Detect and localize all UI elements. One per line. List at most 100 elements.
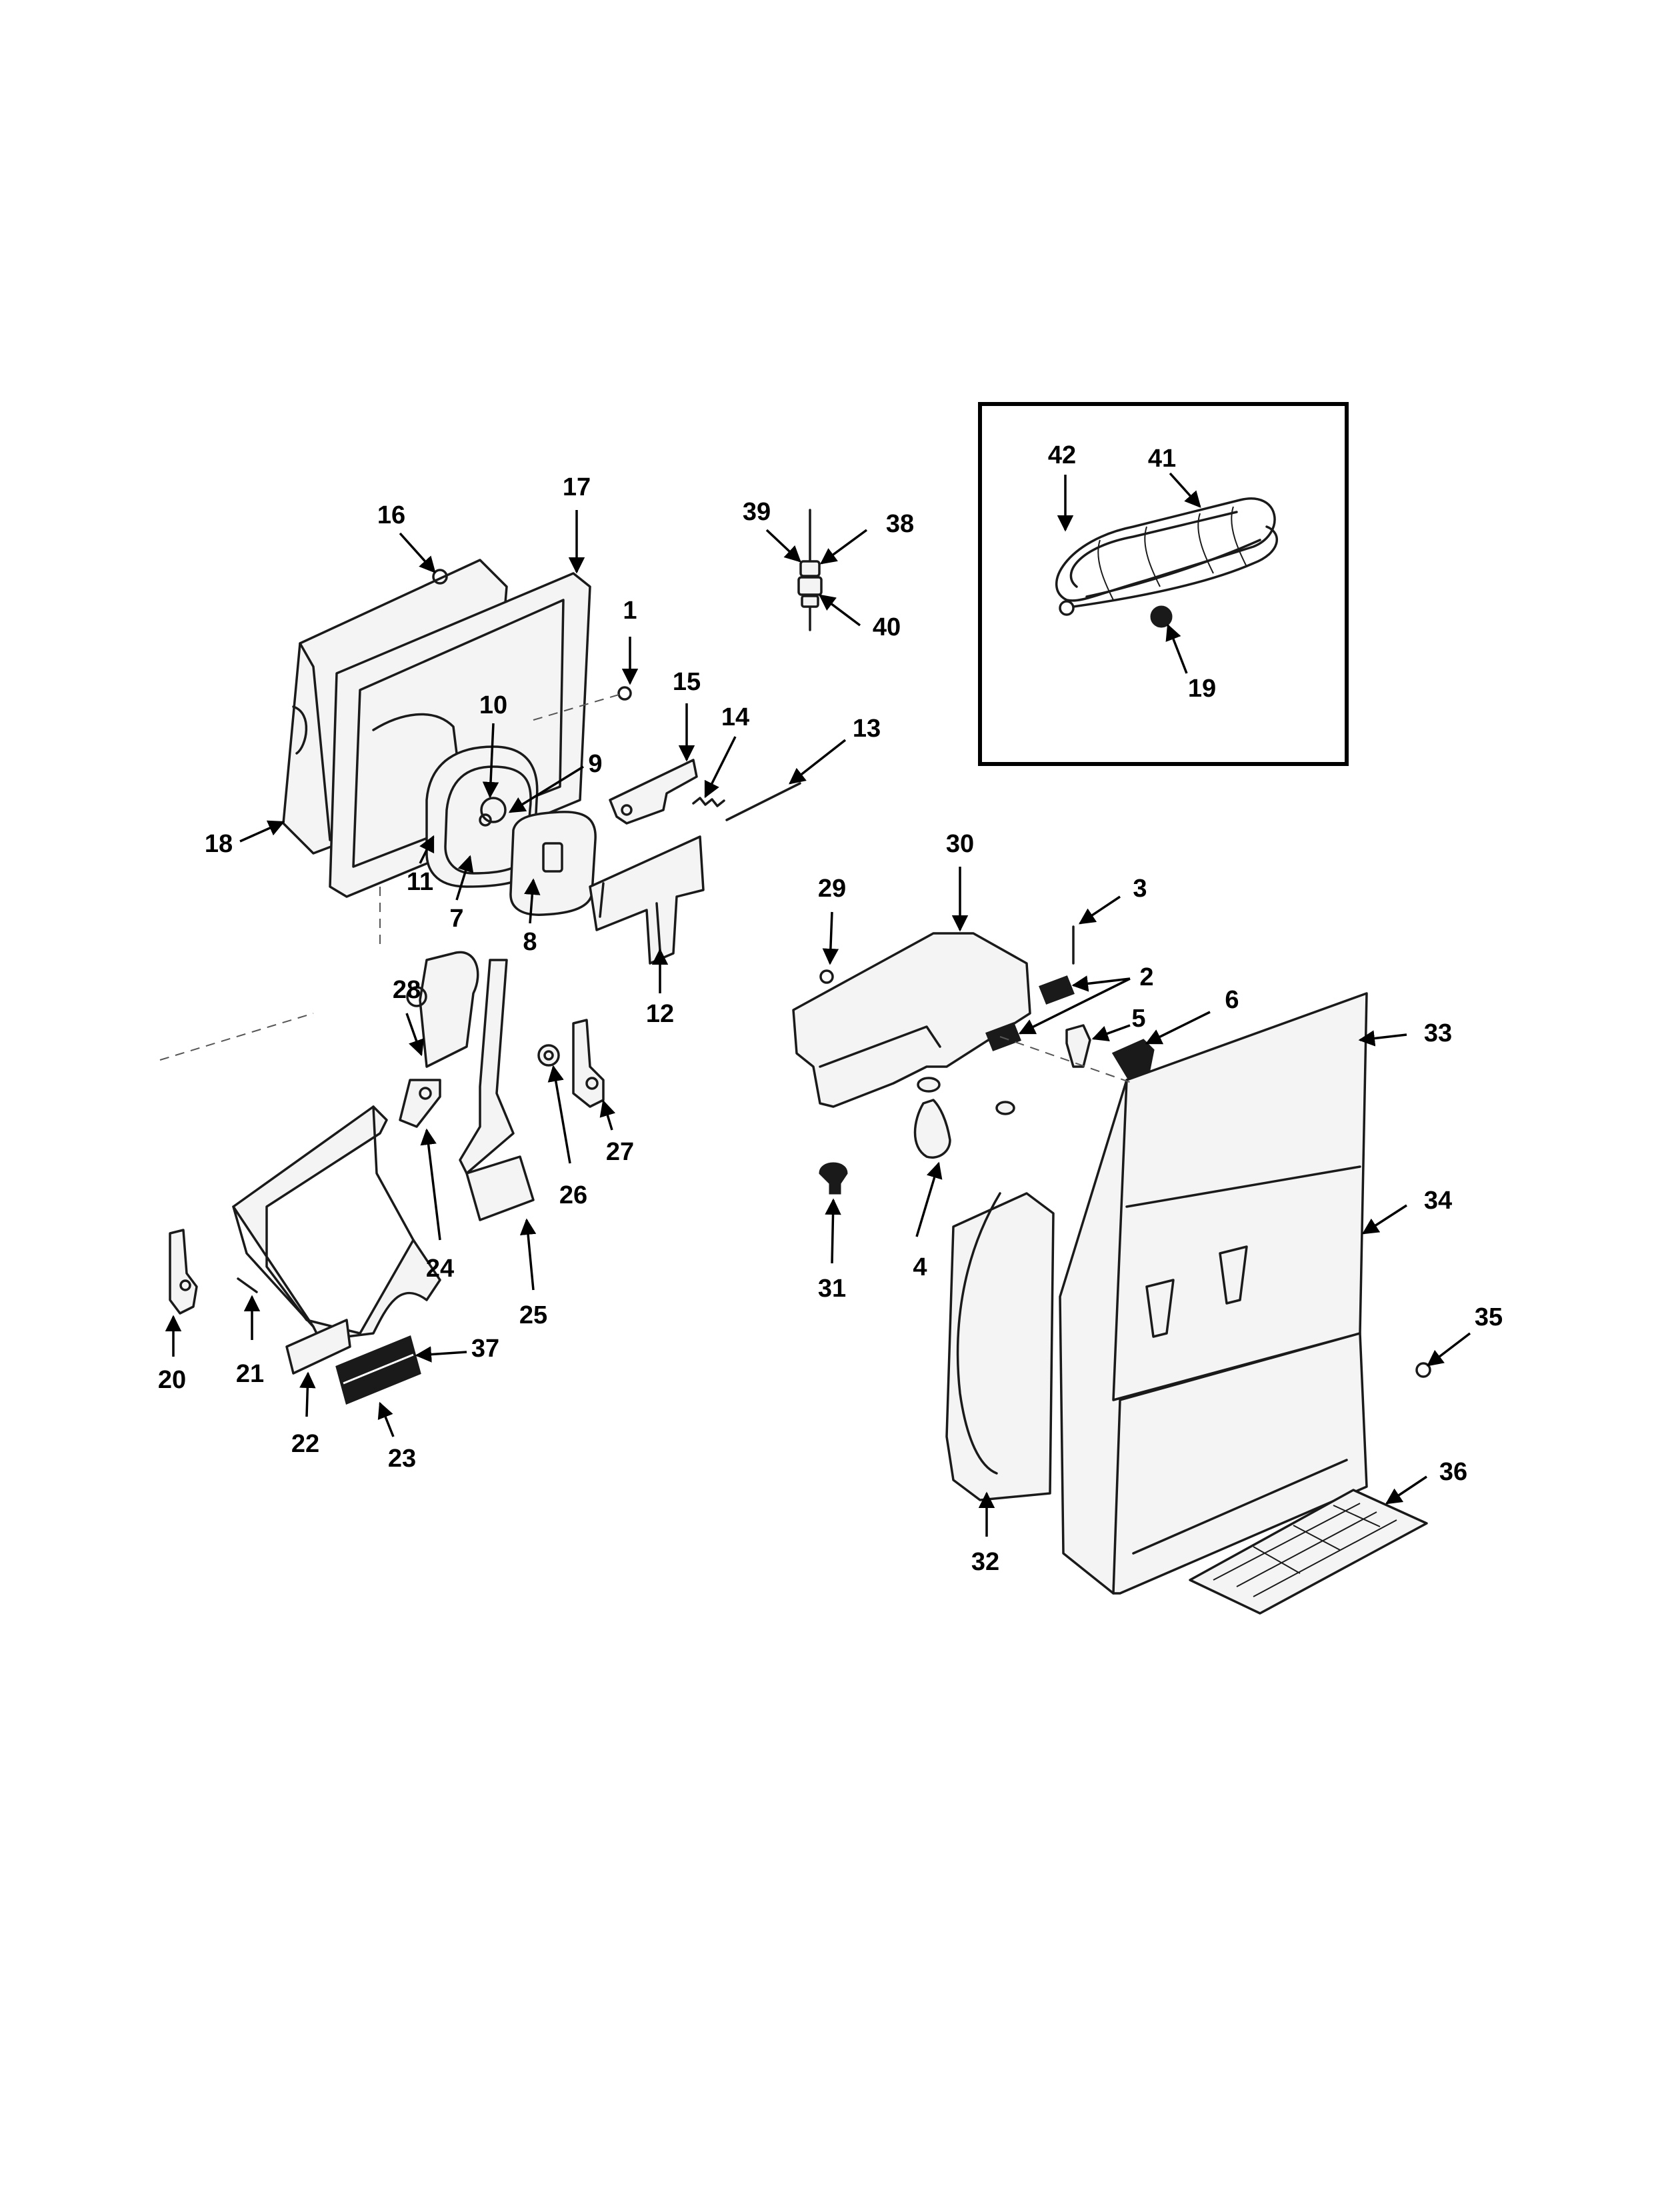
callout-leader	[405, 1013, 425, 1057]
callout-label: 36	[1439, 1458, 1467, 1486]
inset-box	[978, 402, 1349, 766]
callout-leader	[1071, 975, 1131, 992]
wire-harness-coil	[1055, 497, 1278, 608]
lamp-socket	[913, 1077, 1015, 1159]
callout-leader	[519, 1218, 537, 1291]
callout-leader	[455, 855, 474, 901]
callout-label: 41	[1148, 445, 1176, 473]
bushing-26	[537, 1044, 560, 1067]
drip-tray-grille	[1189, 1489, 1428, 1615]
mounting-plate-20	[169, 1229, 198, 1315]
callout-label: 26	[559, 1181, 587, 1209]
callout-leader	[299, 1371, 316, 1417]
lamp-31	[819, 1162, 848, 1195]
paddle-pad	[335, 1335, 421, 1405]
callout-label: 13	[853, 715, 881, 743]
callout-leader	[1145, 1011, 1211, 1045]
lever-arm-25	[459, 959, 535, 1221]
switch-2b	[985, 1022, 1021, 1051]
mounting-plate-27	[572, 1019, 605, 1108]
callout-label: 2	[1139, 963, 1153, 991]
callout-label: 10	[479, 691, 507, 719]
spring	[692, 797, 725, 807]
lever-housing	[232, 1105, 441, 1341]
screw-35	[1415, 1362, 1431, 1378]
callout-leader	[419, 835, 435, 864]
callout-leader	[820, 529, 868, 565]
callout-label: 32	[971, 1548, 999, 1576]
callout-label: 30	[946, 830, 974, 858]
callout-leader	[789, 739, 847, 785]
switch-2a	[1039, 975, 1075, 1005]
water-reservoir	[945, 1192, 1055, 1501]
callout-label: 25	[519, 1301, 547, 1329]
callout-leader	[399, 532, 436, 573]
actuator-bracket	[609, 759, 698, 825]
callout-leader	[915, 1161, 943, 1237]
motor-cover	[509, 811, 597, 916]
actuator-paddle	[285, 1319, 351, 1375]
callout-leader	[1078, 895, 1121, 925]
callout-label: 12	[646, 1000, 674, 1028]
callout-label: 17	[563, 473, 591, 501]
callout-label: 15	[673, 668, 701, 696]
switch-5	[1065, 1024, 1091, 1068]
callout-leader	[547, 1065, 571, 1164]
callout-label: 27	[606, 1138, 634, 1166]
callout-label: 23	[388, 1445, 416, 1473]
callout-leader	[508, 765, 584, 813]
screw-16	[432, 569, 448, 585]
screw-1	[617, 686, 632, 701]
callout-label: 9	[588, 750, 602, 778]
callout-leader	[482, 723, 499, 799]
callout-label: 19	[1188, 675, 1216, 703]
callout-label: 21	[236, 1360, 264, 1388]
callout-label: 16	[377, 501, 405, 529]
grommet	[1150, 605, 1173, 628]
callout-label: 38	[886, 510, 914, 538]
callout-label: 33	[1424, 1019, 1452, 1047]
harness-screw	[1059, 600, 1075, 616]
callout-label: 11	[407, 868, 433, 896]
callout-label: 14	[721, 703, 749, 731]
callout-label: 24	[426, 1255, 454, 1283]
callout-leader	[704, 736, 737, 799]
callout-leader	[377, 1401, 395, 1437]
callout-leader	[1169, 472, 1201, 508]
screw-29	[819, 969, 834, 984]
callout-leader	[1018, 977, 1131, 1035]
callout-label: 1	[623, 597, 637, 625]
callout-leader	[415, 1346, 467, 1363]
callout-label: 7	[449, 905, 463, 933]
callout-leader	[765, 529, 801, 563]
callout-leader	[825, 1198, 841, 1264]
callout-label: 8	[523, 928, 537, 956]
callout-leader	[1427, 1332, 1471, 1367]
callout-leader	[819, 594, 861, 627]
callout-leader	[1165, 623, 1188, 674]
callout-label: 29	[818, 875, 846, 903]
callout-label: 31	[818, 1275, 846, 1303]
callout-leader	[1385, 1475, 1427, 1505]
inset-frame	[978, 402, 1349, 766]
callout-leader	[1361, 1204, 1407, 1235]
callout-label: 34	[1424, 1187, 1452, 1215]
callout-leader	[1091, 1024, 1131, 1041]
callout-label: 6	[1225, 986, 1239, 1014]
callout-label: 18	[205, 830, 233, 858]
callout-label: 42	[1048, 441, 1076, 469]
callout-label: 22	[291, 1430, 319, 1458]
motor-bracket	[589, 835, 705, 965]
callout-label: 3	[1133, 875, 1147, 903]
callout-leader	[239, 820, 285, 843]
lever-arm-24	[399, 1079, 441, 1128]
callout-leader	[599, 1099, 616, 1131]
callout-label: 4	[913, 1253, 927, 1281]
callout-label: 40	[873, 613, 901, 641]
callout-leader	[420, 1128, 441, 1241]
callout-label: 5	[1131, 1005, 1145, 1033]
callout-label: 28	[393, 976, 421, 1004]
assembly-line	[999, 1036, 1134, 1084]
assembly-line	[159, 1013, 314, 1061]
